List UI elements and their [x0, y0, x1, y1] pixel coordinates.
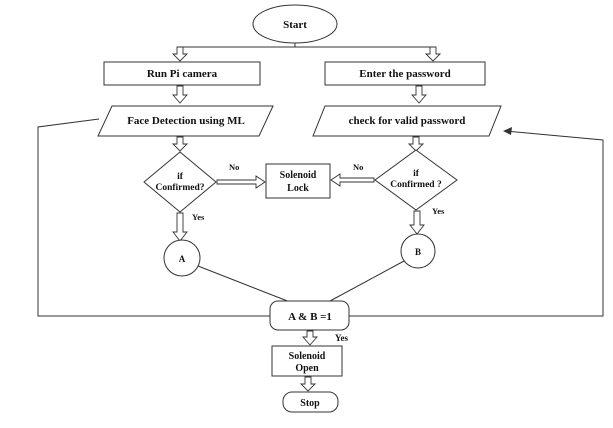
solenoid-open-box — [271, 345, 343, 377]
password-check-label: check for valid password — [349, 115, 466, 127]
combine-condition-box — [269, 300, 350, 331]
feedback-loop-left — [37, 118, 270, 317]
solenoid-open-line1: Solenoid — [289, 351, 326, 362]
run-camera-box — [103, 61, 261, 86]
connector-a-label: A — [179, 254, 186, 264]
arrow-down-icon — [299, 376, 317, 392]
no-label-left: No — [229, 162, 239, 172]
solenoid-open-line2: Open — [295, 363, 319, 374]
connector-b — [400, 233, 436, 269]
arrow-down-icon — [302, 330, 318, 346]
arrow-down-icon — [424, 46, 442, 62]
password-check-box — [312, 105, 502, 137]
password-confirm-decision — [374, 149, 458, 211]
start-label: Start — [283, 19, 307, 31]
combine-condition-label: A & B =1 — [288, 311, 332, 323]
enter-password-label: Enter the password — [359, 68, 450, 80]
arrow-down-icon — [407, 136, 425, 152]
arrow-down-icon — [172, 85, 188, 104]
feedback-loop-right — [349, 130, 604, 317]
arrow-down-icon — [171, 136, 189, 152]
connector-a — [163, 239, 201, 277]
password-confirm-line2: Confirmed ? — [390, 180, 442, 190]
connector-b-line — [329, 260, 405, 302]
connector-b-label: B — [415, 247, 421, 257]
no-label-right: No — [353, 162, 363, 172]
face-detection-label: Face Detection using ML — [127, 115, 245, 127]
yes-label-left: Yes — [192, 212, 205, 222]
solenoid-lock-box — [265, 163, 331, 199]
arrow-down-icon — [411, 85, 427, 104]
face-confirm-decision — [143, 151, 217, 213]
arrow-right-icon — [216, 175, 266, 189]
face-confirm-line1: if — [177, 172, 184, 182]
arrow-down-icon — [172, 212, 188, 242]
solenoid-lock-line2: Lock — [287, 183, 309, 194]
password-confirm-line1: if — [413, 169, 420, 179]
yes-label-right: Yes — [432, 206, 445, 216]
face-confirm-line2: Confirmed? — [155, 183, 204, 193]
face-detection-box — [97, 105, 274, 137]
arrow-down-icon — [171, 46, 189, 62]
arrow-left-icon — [330, 173, 375, 187]
yes-label-bottom: Yes — [335, 333, 348, 343]
connector-a-line — [197, 265, 291, 303]
stop-label: Stop — [300, 398, 320, 409]
run-camera-label: Run Pi camera — [147, 68, 218, 80]
arrow-down-icon — [409, 210, 425, 235]
arrowhead-icon — [503, 127, 512, 135]
solenoid-lock-line1: Solenoid — [280, 170, 317, 181]
stop-terminal — [282, 391, 339, 413]
enter-password-box — [324, 61, 486, 86]
